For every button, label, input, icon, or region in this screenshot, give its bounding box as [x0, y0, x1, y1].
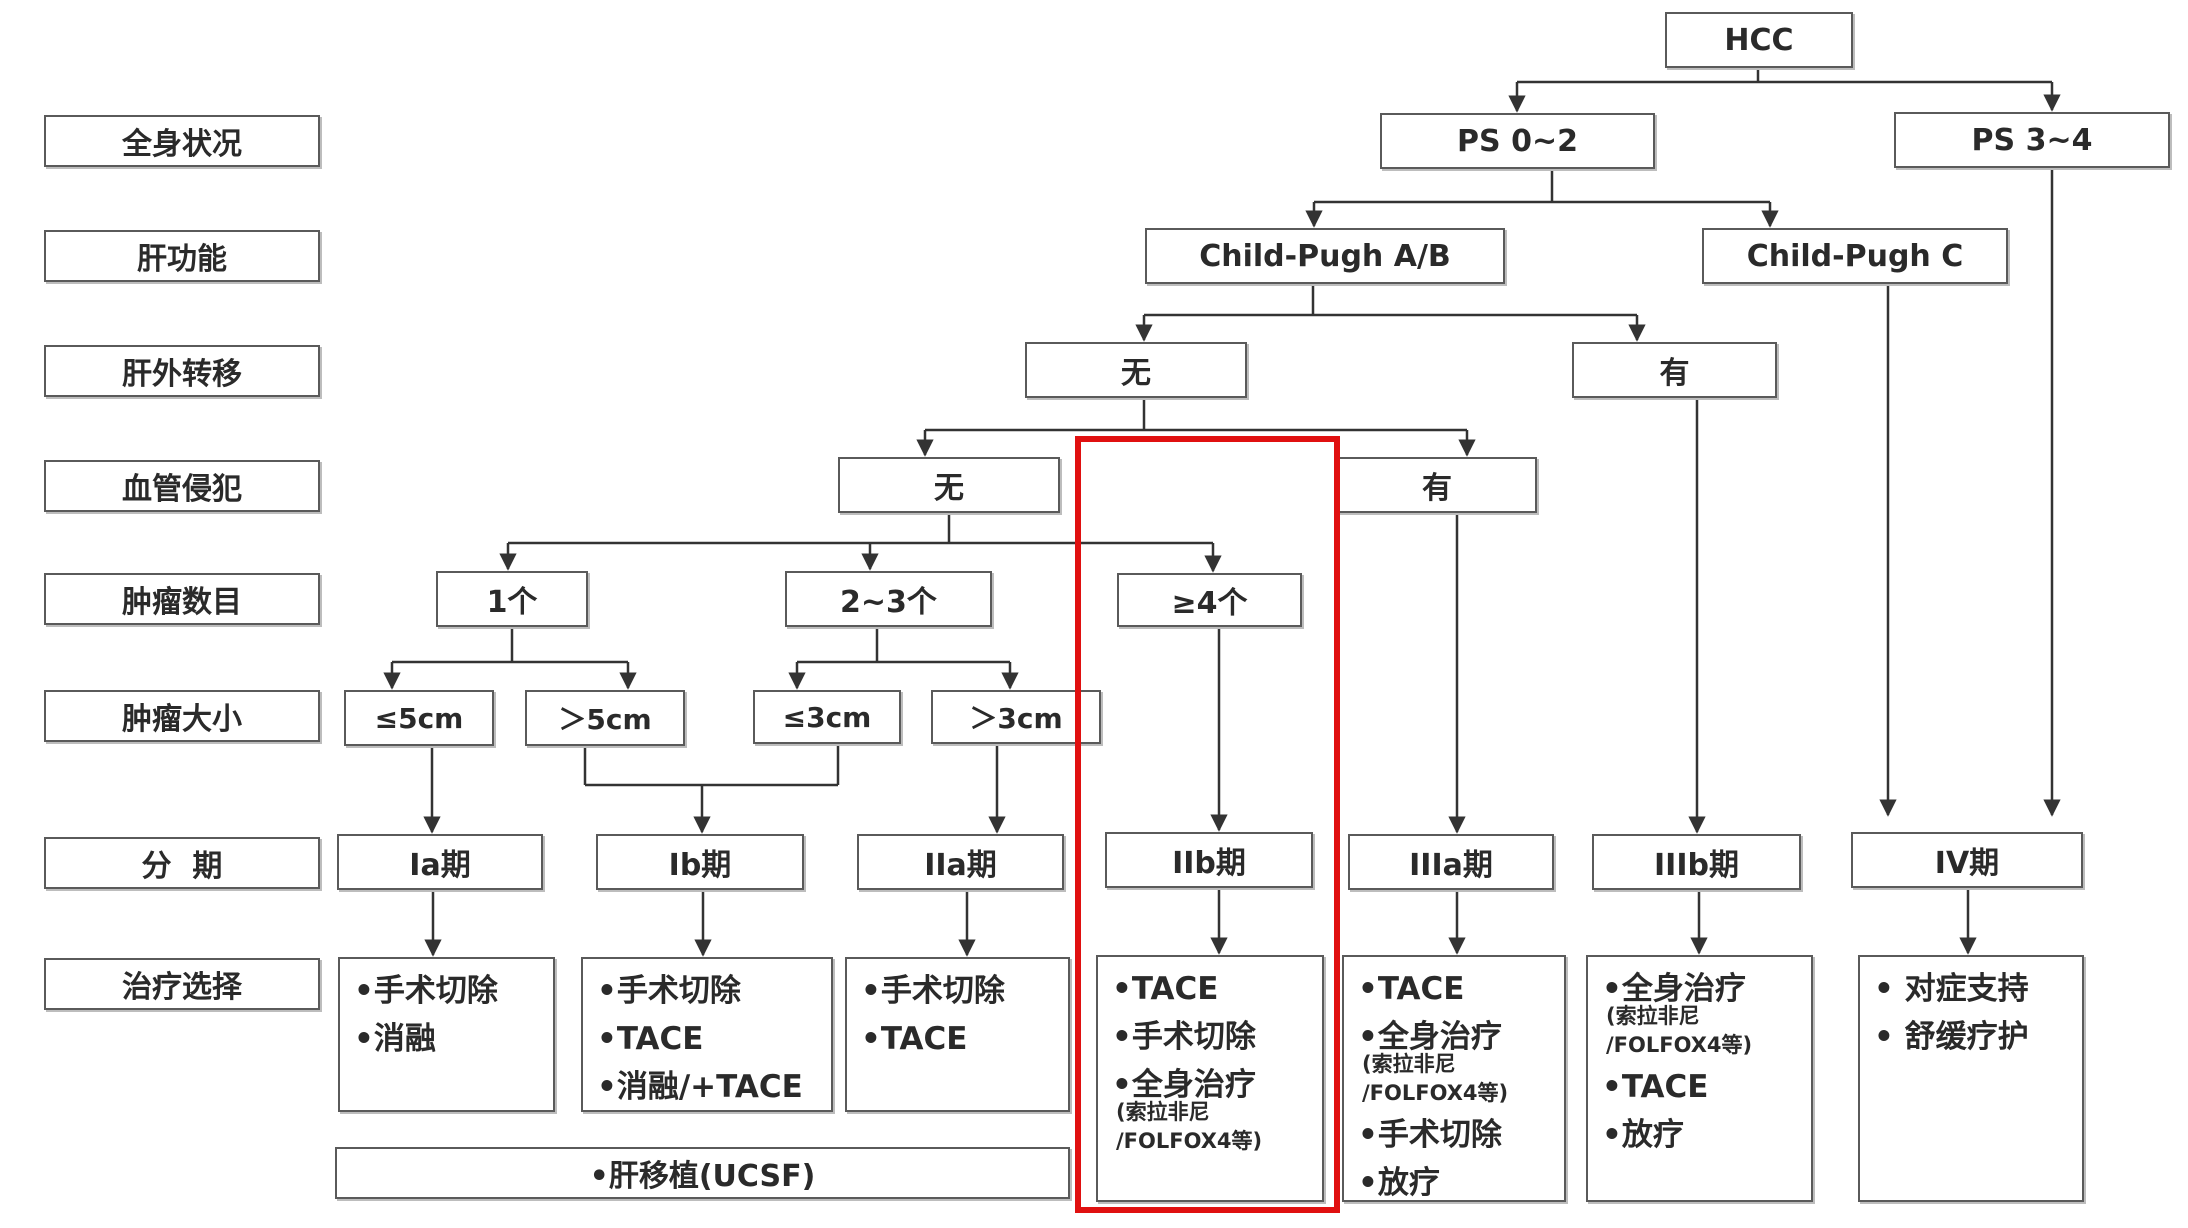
- stage-ib: Ib期: [596, 834, 804, 890]
- treatment-note: (索拉非尼: [1116, 1100, 1210, 1124]
- stage-iia: IIa期: [857, 834, 1064, 890]
- treatment-item: •消融/+TACE: [597, 1069, 803, 1105]
- stage-iib: IIb期: [1105, 832, 1313, 888]
- node-ps-3-4: PS 3~4: [1894, 112, 2170, 168]
- node-hcc: HCC: [1665, 12, 1853, 68]
- treatment-note: /FOLFOX4等): [1116, 1129, 1263, 1153]
- treatment-note: /FOLFOX4等): [1362, 1081, 1509, 1105]
- treatment-item: •全身治疗: [1602, 971, 1746, 1007]
- node-ps-0-2: PS 0~2: [1380, 113, 1655, 169]
- treatment-item: •全身治疗: [1358, 1019, 1502, 1055]
- stage-iiib: IIIb期: [1592, 834, 1801, 890]
- treatment-item: •TACE: [1602, 1069, 1709, 1105]
- treatment-iia: •手术切除 •TACE: [845, 957, 1070, 1112]
- treatment-item: •手术切除: [597, 973, 741, 1009]
- node-size-gt-3cm: ＞3cm: [931, 690, 1101, 744]
- transplant-option: •肝移植(UCSF): [335, 1147, 1070, 1199]
- criteria-treatment-choice: 治疗选择: [44, 958, 320, 1010]
- treatment-iiib: •全身治疗 (索拉非尼 /FOLFOX4等) •TACE •放疗: [1586, 955, 1813, 1202]
- node-vascular-yes: 有: [1337, 457, 1537, 513]
- treatment-item: •手术切除: [1358, 1117, 1502, 1153]
- treatment-note: /FOLFOX4等): [1606, 1033, 1753, 1057]
- treatment-item: •TACE: [1112, 971, 1219, 1007]
- criteria-tumor-number: 肿瘤数目: [44, 573, 320, 625]
- treatment-item: •手术切除: [354, 973, 498, 1009]
- treatment-item: •TACE: [1358, 971, 1465, 1007]
- treatment-item: •TACE: [597, 1021, 704, 1057]
- treatment-item: •手术切除: [1112, 1019, 1256, 1055]
- treatment-item: •放疗: [1602, 1117, 1684, 1153]
- node-tumor-count-4-plus: ≥4个: [1117, 573, 1302, 627]
- treatment-item: • 对症支持: [1874, 971, 2029, 1007]
- criteria-liver-function: 肝功能: [44, 230, 320, 282]
- node-extrahepatic-yes: 有: [1572, 342, 1777, 398]
- treatment-iiia: •TACE •全身治疗 (索拉非尼 /FOLFOX4等) •手术切除 •放疗: [1342, 955, 1566, 1202]
- treatment-ia: •手术切除 •消融: [338, 957, 555, 1112]
- node-vascular-none: 无: [838, 457, 1060, 513]
- criteria-general-status: 全身状况: [44, 115, 320, 167]
- treatment-note: (索拉非尼: [1606, 1004, 1700, 1028]
- highlight-frame-iib: [1075, 436, 1340, 1213]
- node-tumor-count-2-3: 2~3个: [785, 571, 992, 627]
- treatment-iv: • 对症支持 • 舒缓疗护: [1858, 955, 2084, 1202]
- treatment-ib: •手术切除 •TACE •消融/+TACE: [581, 957, 833, 1112]
- node-size-le-3cm: ≤3cm: [753, 690, 901, 744]
- treatment-iib: •TACE •手术切除 •全身治疗 (索拉非尼 /FOLFOX4等): [1096, 955, 1324, 1202]
- criteria-vascular-invasion: 血管侵犯: [44, 460, 320, 512]
- criteria-extrahepatic-metastasis: 肝外转移: [44, 345, 320, 397]
- treatment-item: •手术切除: [861, 973, 1005, 1009]
- stage-ia: Ia期: [337, 834, 543, 890]
- treatment-item: • 舒缓疗护: [1874, 1019, 2029, 1055]
- node-child-pugh-ab: Child-Pugh A/B: [1145, 228, 1505, 284]
- stage-iiia: IIIa期: [1348, 834, 1554, 890]
- node-child-pugh-c: Child-Pugh C: [1702, 228, 2008, 284]
- stage-iv: IV期: [1851, 832, 2083, 888]
- node-extrahepatic-none: 无: [1025, 342, 1247, 398]
- treatment-item: •TACE: [861, 1021, 968, 1057]
- node-tumor-count-1: 1个: [436, 571, 588, 627]
- treatment-note: (索拉非尼: [1362, 1052, 1456, 1076]
- treatment-item: •全身治疗: [1112, 1067, 1256, 1103]
- node-size-le-5cm: ≤5cm: [344, 690, 494, 746]
- treatment-item: •放疗: [1358, 1165, 1440, 1201]
- node-size-gt-5cm: ＞5cm: [525, 690, 685, 746]
- treatment-item: •消融: [354, 1021, 436, 1057]
- criteria-stage: 分 期: [44, 837, 320, 889]
- criteria-tumor-size: 肿瘤大小: [44, 690, 320, 742]
